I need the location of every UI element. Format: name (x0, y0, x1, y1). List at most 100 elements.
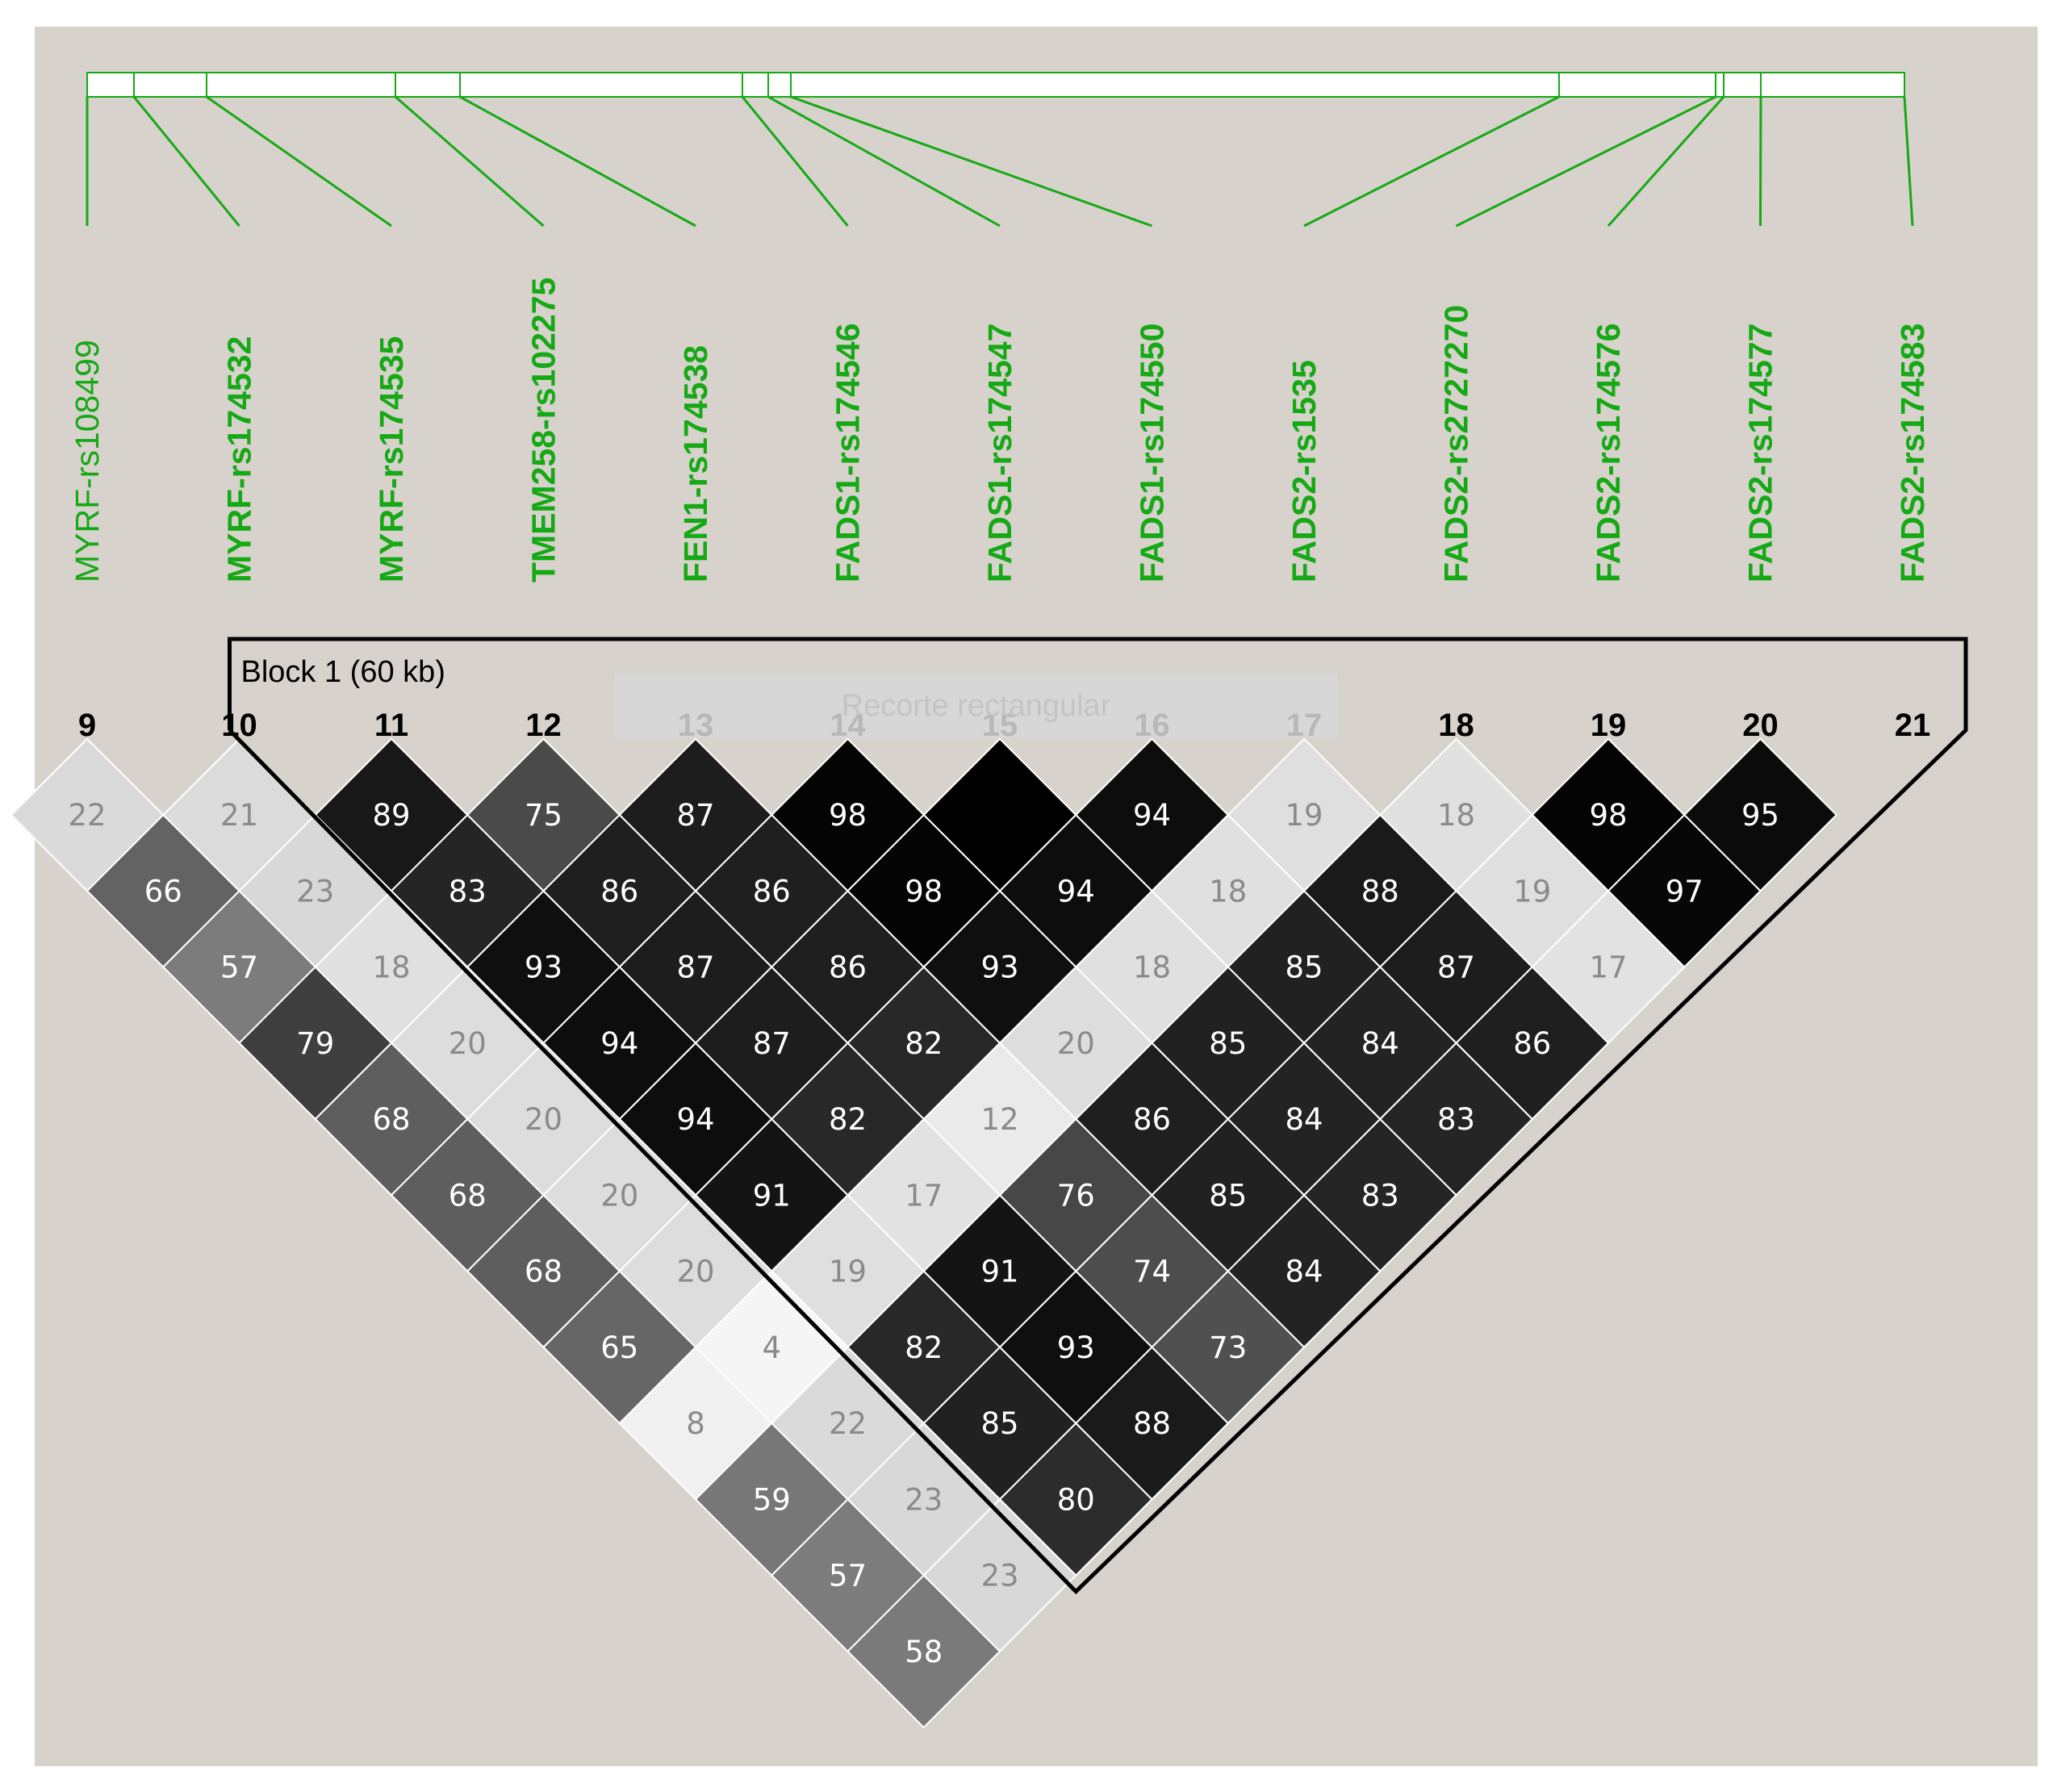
snp-label: FADS2-rs2727270 (1438, 305, 1475, 583)
map-connector-line (1455, 95, 1716, 228)
ld-cell-value: 20 (525, 1102, 562, 1137)
map-connector-line (206, 95, 392, 228)
map-connector-line (790, 95, 1153, 228)
ld-cell-value: 98 (905, 874, 943, 909)
ld-cell-value: 94 (676, 1102, 714, 1137)
ld-cell-value: 97 (1666, 874, 1704, 909)
ld-cell-value: 89 (372, 798, 410, 833)
gene-map (86, 72, 1914, 228)
ld-cell-value: 57 (220, 950, 258, 985)
marker-number: 12 (525, 708, 562, 743)
snp-label: MYRF-rs174532 (221, 336, 258, 583)
marker-number: 18 (1438, 708, 1474, 743)
ld-cell-value: 20 (1057, 1026, 1095, 1061)
ld-cell-value: 87 (676, 798, 714, 833)
ld-cell-value: 68 (449, 1178, 487, 1213)
marker-number: 20 (1742, 708, 1779, 743)
marker-number: 21 (1895, 708, 1931, 743)
ld-cell-value: 94 (1057, 874, 1095, 909)
ld-cell-value: 23 (980, 1559, 1018, 1594)
map-connector-line (741, 96, 849, 227)
ld-cell-value: 4 (762, 1330, 781, 1365)
ld-cell-value: 57 (829, 1559, 867, 1594)
ld-cell-value: 75 (525, 798, 562, 833)
ld-cell-value: 23 (296, 874, 334, 909)
ld-cell-value: 21 (220, 798, 258, 833)
ld-cell-value: 83 (449, 874, 487, 909)
ld-cell-value: 17 (905, 1178, 943, 1213)
ld-cell-value: 88 (1361, 874, 1399, 909)
ld-cell-value: 20 (600, 1178, 638, 1213)
marker-number: 9 (78, 708, 96, 743)
snp-label: FADS2-rs174577 (1742, 324, 1779, 583)
ld-cell-value: 84 (1285, 1255, 1323, 1289)
ld-cell-value: 76 (1057, 1178, 1095, 1213)
ld-cell-value: 94 (1133, 798, 1171, 833)
ld-cell-value: 18 (372, 950, 410, 985)
snp-label: FADS2-rs1535 (1286, 360, 1323, 583)
ld-cell-value: 20 (676, 1255, 714, 1289)
ld-cell (847, 1574, 1001, 1729)
ld-cell-value: 93 (525, 950, 562, 985)
map-connector-line (1759, 96, 1762, 227)
map-connector-line (1607, 96, 1725, 227)
ld-cell-value: 98 (1589, 798, 1627, 833)
ld-cell-value: 74 (1133, 1255, 1171, 1289)
ld-cell-value: 87 (753, 1026, 791, 1061)
ld-cell-value: 85 (1209, 1178, 1247, 1213)
ld-cell-value: 18 (1437, 798, 1475, 833)
ld-cell-value: 98 (829, 798, 867, 833)
ld-cell-value: 87 (676, 950, 714, 985)
ld-cell-value: 59 (753, 1482, 791, 1517)
snp-label: FADS2-rs174576 (1590, 324, 1627, 583)
ld-cell-value: 86 (1133, 1102, 1171, 1137)
ld-cell-value: 82 (905, 1026, 943, 1061)
ld-cell-value: 19 (829, 1255, 867, 1289)
map-connector-line (1903, 96, 1914, 227)
ld-cell-value: 22 (829, 1406, 867, 1441)
snp-label: MYRF-rs174535 (373, 336, 410, 583)
ld-cell-value: 23 (905, 1482, 943, 1517)
map-connector-line (395, 95, 545, 228)
ld-cell-value: 86 (600, 874, 638, 909)
ld-cell-value: 68 (372, 1102, 410, 1137)
snp-label: FADS1-rs174546 (830, 324, 867, 583)
ld-cell-value: 20 (449, 1026, 487, 1061)
ld-cell-value: 80 (1057, 1482, 1095, 1517)
block-outline (228, 637, 1968, 1595)
ld-cell-value: 79 (296, 1026, 334, 1061)
ld-cell-value: 91 (753, 1178, 791, 1213)
ld-cell-value: 91 (980, 1255, 1018, 1289)
ld-cell-value: 84 (1285, 1102, 1323, 1137)
selection-overlay-text: Recorte rectangular (841, 689, 1111, 723)
ld-cell-value: 85 (1285, 950, 1323, 985)
ld-cell-value: 22 (68, 798, 106, 833)
ld-cell-value: 83 (1437, 1102, 1475, 1137)
snp-label: MYRF-rs108499 (69, 340, 106, 583)
block-title: Block 1 (60 kb) (241, 655, 445, 689)
ld-cell-value: 65 (600, 1330, 638, 1365)
ld-cell-value: 94 (600, 1026, 638, 1061)
map-connector-line (459, 95, 696, 228)
ld-cell-value: 19 (1285, 798, 1323, 833)
ld-cell-value: 82 (905, 1330, 943, 1365)
ld-cell-value: 86 (829, 950, 867, 985)
ld-cell-value: 84 (1361, 1026, 1399, 1061)
snp-label: TMEM258-rs102275 (525, 278, 562, 583)
ld-cell-value: 73 (1209, 1330, 1247, 1365)
ld-cell-value: 17 (1589, 950, 1627, 985)
ld-cell-value: 68 (525, 1255, 562, 1289)
ld-cell-value: 8 (686, 1406, 705, 1441)
ld-cell-value: 18 (1209, 874, 1247, 909)
ld-cell-value: 95 (1741, 798, 1779, 833)
ld-cell-value: 83 (1361, 1178, 1399, 1213)
selection-overlay: Recorte rectangular (615, 674, 1337, 738)
snp-label: FADS1-rs174547 (981, 324, 1018, 583)
gene-map-bar (86, 72, 1905, 98)
ld-cell-value: 87 (1437, 950, 1475, 985)
map-connector-line (1303, 95, 1560, 228)
ld-cell-value: 88 (1133, 1406, 1171, 1441)
ld-cell-value: 86 (753, 874, 791, 909)
